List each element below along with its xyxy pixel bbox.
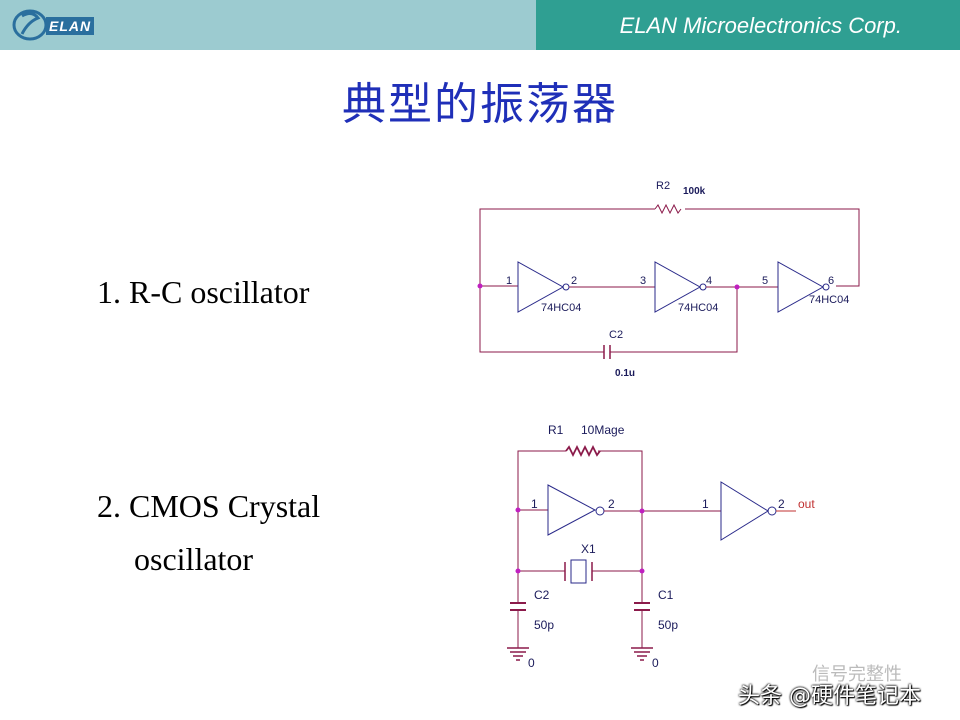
inverter-gate-2-icon bbox=[654, 261, 702, 313]
xo-node-1-icon bbox=[515, 507, 521, 513]
xo-inverter-1-icon bbox=[547, 484, 597, 536]
xo-c1-value: 50p bbox=[658, 618, 678, 632]
xo-node-2-icon bbox=[639, 508, 645, 514]
item-text: R-C oscillator bbox=[129, 274, 310, 310]
r1-label: R1 bbox=[548, 423, 564, 437]
rc-pin-3: 3 bbox=[640, 275, 646, 287]
rc-oscillator-schematic bbox=[479, 203, 860, 359]
header-right-panel bbox=[536, 0, 960, 50]
company-name: ELAN Microelectronics Corp. bbox=[619, 13, 902, 38]
r1-value: 10Mage bbox=[581, 423, 625, 437]
item-text: CMOS Crystal bbox=[129, 488, 321, 524]
out-label: out bbox=[798, 497, 815, 511]
rc-pin-2: 2 bbox=[571, 275, 577, 287]
header-bar: ELAN ELAN Microelectronics Corp. bbox=[0, 0, 960, 50]
xo-c2-label: C2 bbox=[534, 588, 550, 602]
xo-wire-crystal bbox=[517, 510, 643, 572]
ground-1-icon bbox=[507, 647, 529, 661]
rc-node-2-icon bbox=[734, 284, 740, 290]
r2-label: R2 bbox=[656, 180, 670, 192]
r2-resistor-icon bbox=[654, 203, 682, 215]
xo-bubble-1-icon bbox=[595, 506, 605, 516]
item-number: 2. bbox=[97, 488, 121, 524]
rc-pin-5: 5 bbox=[762, 275, 768, 287]
logo-text: ELAN bbox=[46, 17, 95, 35]
xo-c2-value: 50p bbox=[534, 618, 554, 632]
rc-node-1-icon bbox=[477, 283, 483, 289]
xo-wire-r1-left bbox=[517, 450, 566, 510]
ground-1-label: 0 bbox=[528, 656, 535, 670]
inverter-gate-3-icon bbox=[777, 261, 825, 313]
xo-node-4-icon bbox=[639, 568, 645, 574]
xo-c1-label: C1 bbox=[658, 588, 674, 602]
c1-cap-icon bbox=[634, 602, 650, 611]
rc-wire-bottom-right bbox=[610, 287, 738, 353]
rc-gate-3-part: 74HC04 bbox=[809, 294, 849, 306]
rc-gate-2-part: 74HC04 bbox=[678, 302, 718, 314]
inverter-gate-1-icon bbox=[517, 261, 565, 313]
r1-resistor-icon bbox=[565, 444, 601, 458]
item-rc-oscillator: 1. R-C oscillator bbox=[97, 274, 309, 311]
r2-value: 100k bbox=[683, 186, 706, 197]
c2-cap-icon bbox=[510, 602, 526, 611]
xo-node-3-icon bbox=[515, 568, 521, 574]
rc-wire-top-right bbox=[685, 208, 860, 287]
rc-c2-label: C2 bbox=[609, 329, 623, 341]
rc-gate-1-part: 74HC04 bbox=[541, 302, 581, 314]
xo-pin-3: 1 bbox=[702, 497, 709, 511]
c2-capacitor-icon bbox=[603, 345, 611, 359]
elan-logo: ELAN bbox=[8, 4, 95, 46]
item-number: 1. bbox=[97, 274, 121, 310]
ground-2-label: 0 bbox=[652, 656, 659, 670]
rc-pin-6: 6 bbox=[828, 275, 834, 287]
watermark-small: 信号完整性 bbox=[812, 664, 902, 685]
xo-pin-2: 2 bbox=[608, 497, 615, 511]
rc-wire-top-left bbox=[479, 208, 655, 286]
inverter-bubble-3-icon bbox=[822, 283, 830, 291]
item-cmos-crystal: 2. CMOS Crystal bbox=[97, 488, 320, 525]
rc-pin-1: 1 bbox=[506, 275, 512, 287]
rc-c2-value: 0.1u bbox=[615, 368, 635, 379]
ground-2-icon bbox=[631, 647, 653, 661]
xo-wire-r1-right bbox=[598, 450, 643, 510]
xo-bubble-2-icon bbox=[767, 506, 777, 516]
x1-label: X1 bbox=[581, 542, 596, 556]
xo-pin-4: 2 bbox=[778, 497, 785, 511]
x1-crystal-body-icon bbox=[570, 559, 587, 584]
crystal-oscillator-schematic bbox=[507, 444, 796, 661]
item-cmos-crystal-line2: oscillator bbox=[134, 541, 253, 578]
rc-pin-4: 4 bbox=[706, 275, 712, 287]
xo-inverter-2-icon bbox=[720, 481, 769, 541]
x1-crystal-plates-icon bbox=[564, 562, 593, 581]
rc-wire-bottom-left bbox=[479, 286, 604, 353]
watermark-main: 头条 @硬件笔记本 bbox=[738, 684, 921, 709]
xo-pin-1: 1 bbox=[531, 497, 538, 511]
item-text-line2: oscillator bbox=[134, 541, 254, 577]
page-title: 典型的振荡器 bbox=[342, 79, 618, 130]
